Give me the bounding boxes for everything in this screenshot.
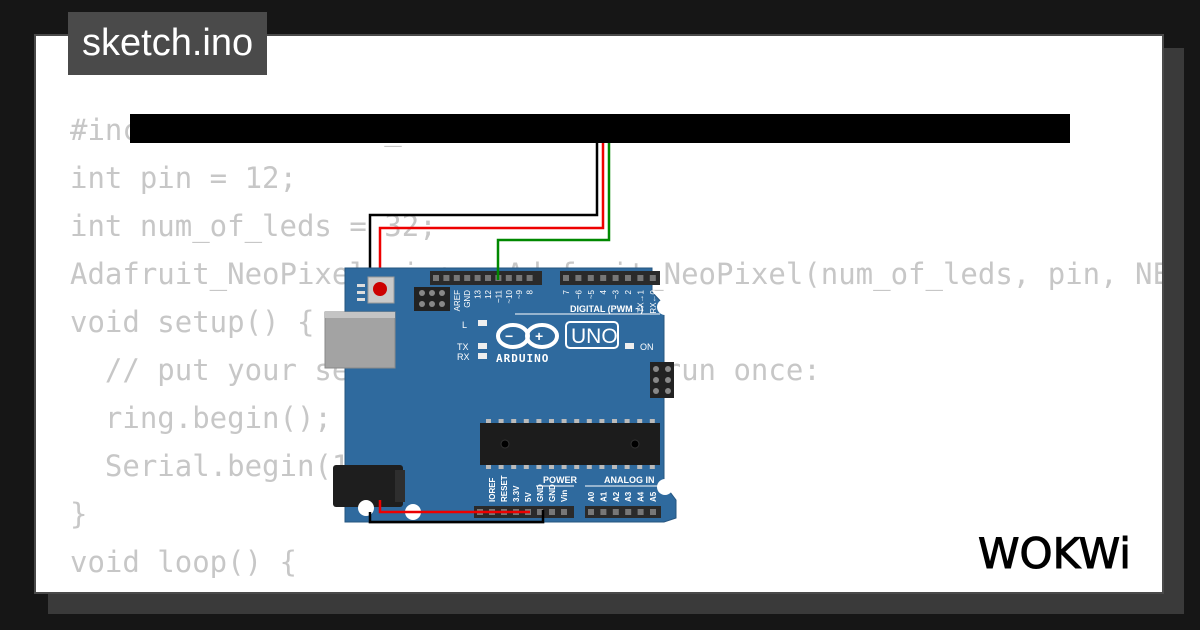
wokwi-logo: WOKWi (978, 530, 1131, 578)
code-line: } (70, 497, 88, 531)
pin-label: A4 (637, 491, 646, 502)
pin-label: AREF (453, 290, 462, 311)
pin-label: 12 (484, 289, 493, 298)
pin-label: Vin (560, 490, 569, 502)
code-line: int pin = 12; (70, 161, 297, 195)
svg-text:TX: TX (457, 342, 469, 352)
svg-text:RX: RX (457, 352, 470, 362)
code-line: int num_of_leds = 32; (70, 209, 437, 243)
analog-header (585, 506, 661, 518)
svg-text:ON: ON (640, 342, 654, 352)
arduino-logo: − + UNO ARDUINO (496, 321, 619, 365)
pin-label: 13 (474, 289, 483, 298)
svg-text:−: − (505, 328, 513, 344)
code-line: void setup() { (70, 305, 315, 339)
icsp-header (414, 287, 450, 311)
power-label: POWER (543, 475, 578, 485)
wire-signal[interactable] (496, 143, 611, 280)
pin-label: 7 (562, 289, 571, 294)
svg-text:UNO: UNO (571, 325, 618, 348)
code-line: void loop() { (70, 545, 297, 579)
pin-label: ~11 (494, 289, 503, 303)
pin-label: A0 (587, 491, 596, 502)
pin-label: A5 (649, 491, 658, 502)
pin-label: 4 (599, 289, 608, 294)
code-line: ring.begin(); (70, 401, 332, 435)
pin-label: RESET (500, 475, 509, 502)
pin-label: GND (548, 484, 557, 502)
pin-label: GND (536, 484, 545, 502)
pin-label: 2 (624, 289, 633, 294)
file-tab[interactable]: sketch.ino (68, 12, 268, 75)
icsp-header-right (650, 362, 674, 398)
wires-front (368, 143, 611, 524)
power-jack (333, 465, 403, 507)
neopixel-ring-strip (130, 114, 1070, 143)
pin-label: A2 (612, 491, 621, 502)
pin-label: TX→1 (636, 289, 645, 312)
svg-text:L: L (462, 320, 467, 330)
svg-text:ARDUINO: ARDUINO (496, 352, 549, 365)
svg-text:+: + (535, 328, 543, 344)
atmega-chip (480, 419, 660, 469)
pin-label: A3 (624, 491, 633, 502)
svg-text:WOKWi: WOKWi (978, 530, 1131, 578)
analog-label: ANALOG IN (604, 475, 655, 485)
usb-port (324, 311, 396, 369)
pin-label: RX←0 (649, 289, 658, 313)
pin-label: 5V (524, 492, 533, 502)
pin-label: ~5 (587, 289, 596, 299)
pin-label: 8 (526, 289, 535, 294)
pin-label: ~9 (515, 289, 524, 299)
pin-label: A1 (599, 491, 608, 502)
pin-label: ~3 (612, 289, 621, 299)
digital-label: DIGITAL (PWM ~) (570, 304, 643, 314)
pin-label: ~6 (574, 289, 583, 299)
pin-label: IOREF (488, 477, 497, 502)
pin-label: GND (463, 290, 472, 308)
onboard-leds: L TX RX ON (457, 320, 654, 362)
pin-label: 3.3V (512, 485, 521, 502)
pin-label: ~10 (505, 289, 514, 303)
